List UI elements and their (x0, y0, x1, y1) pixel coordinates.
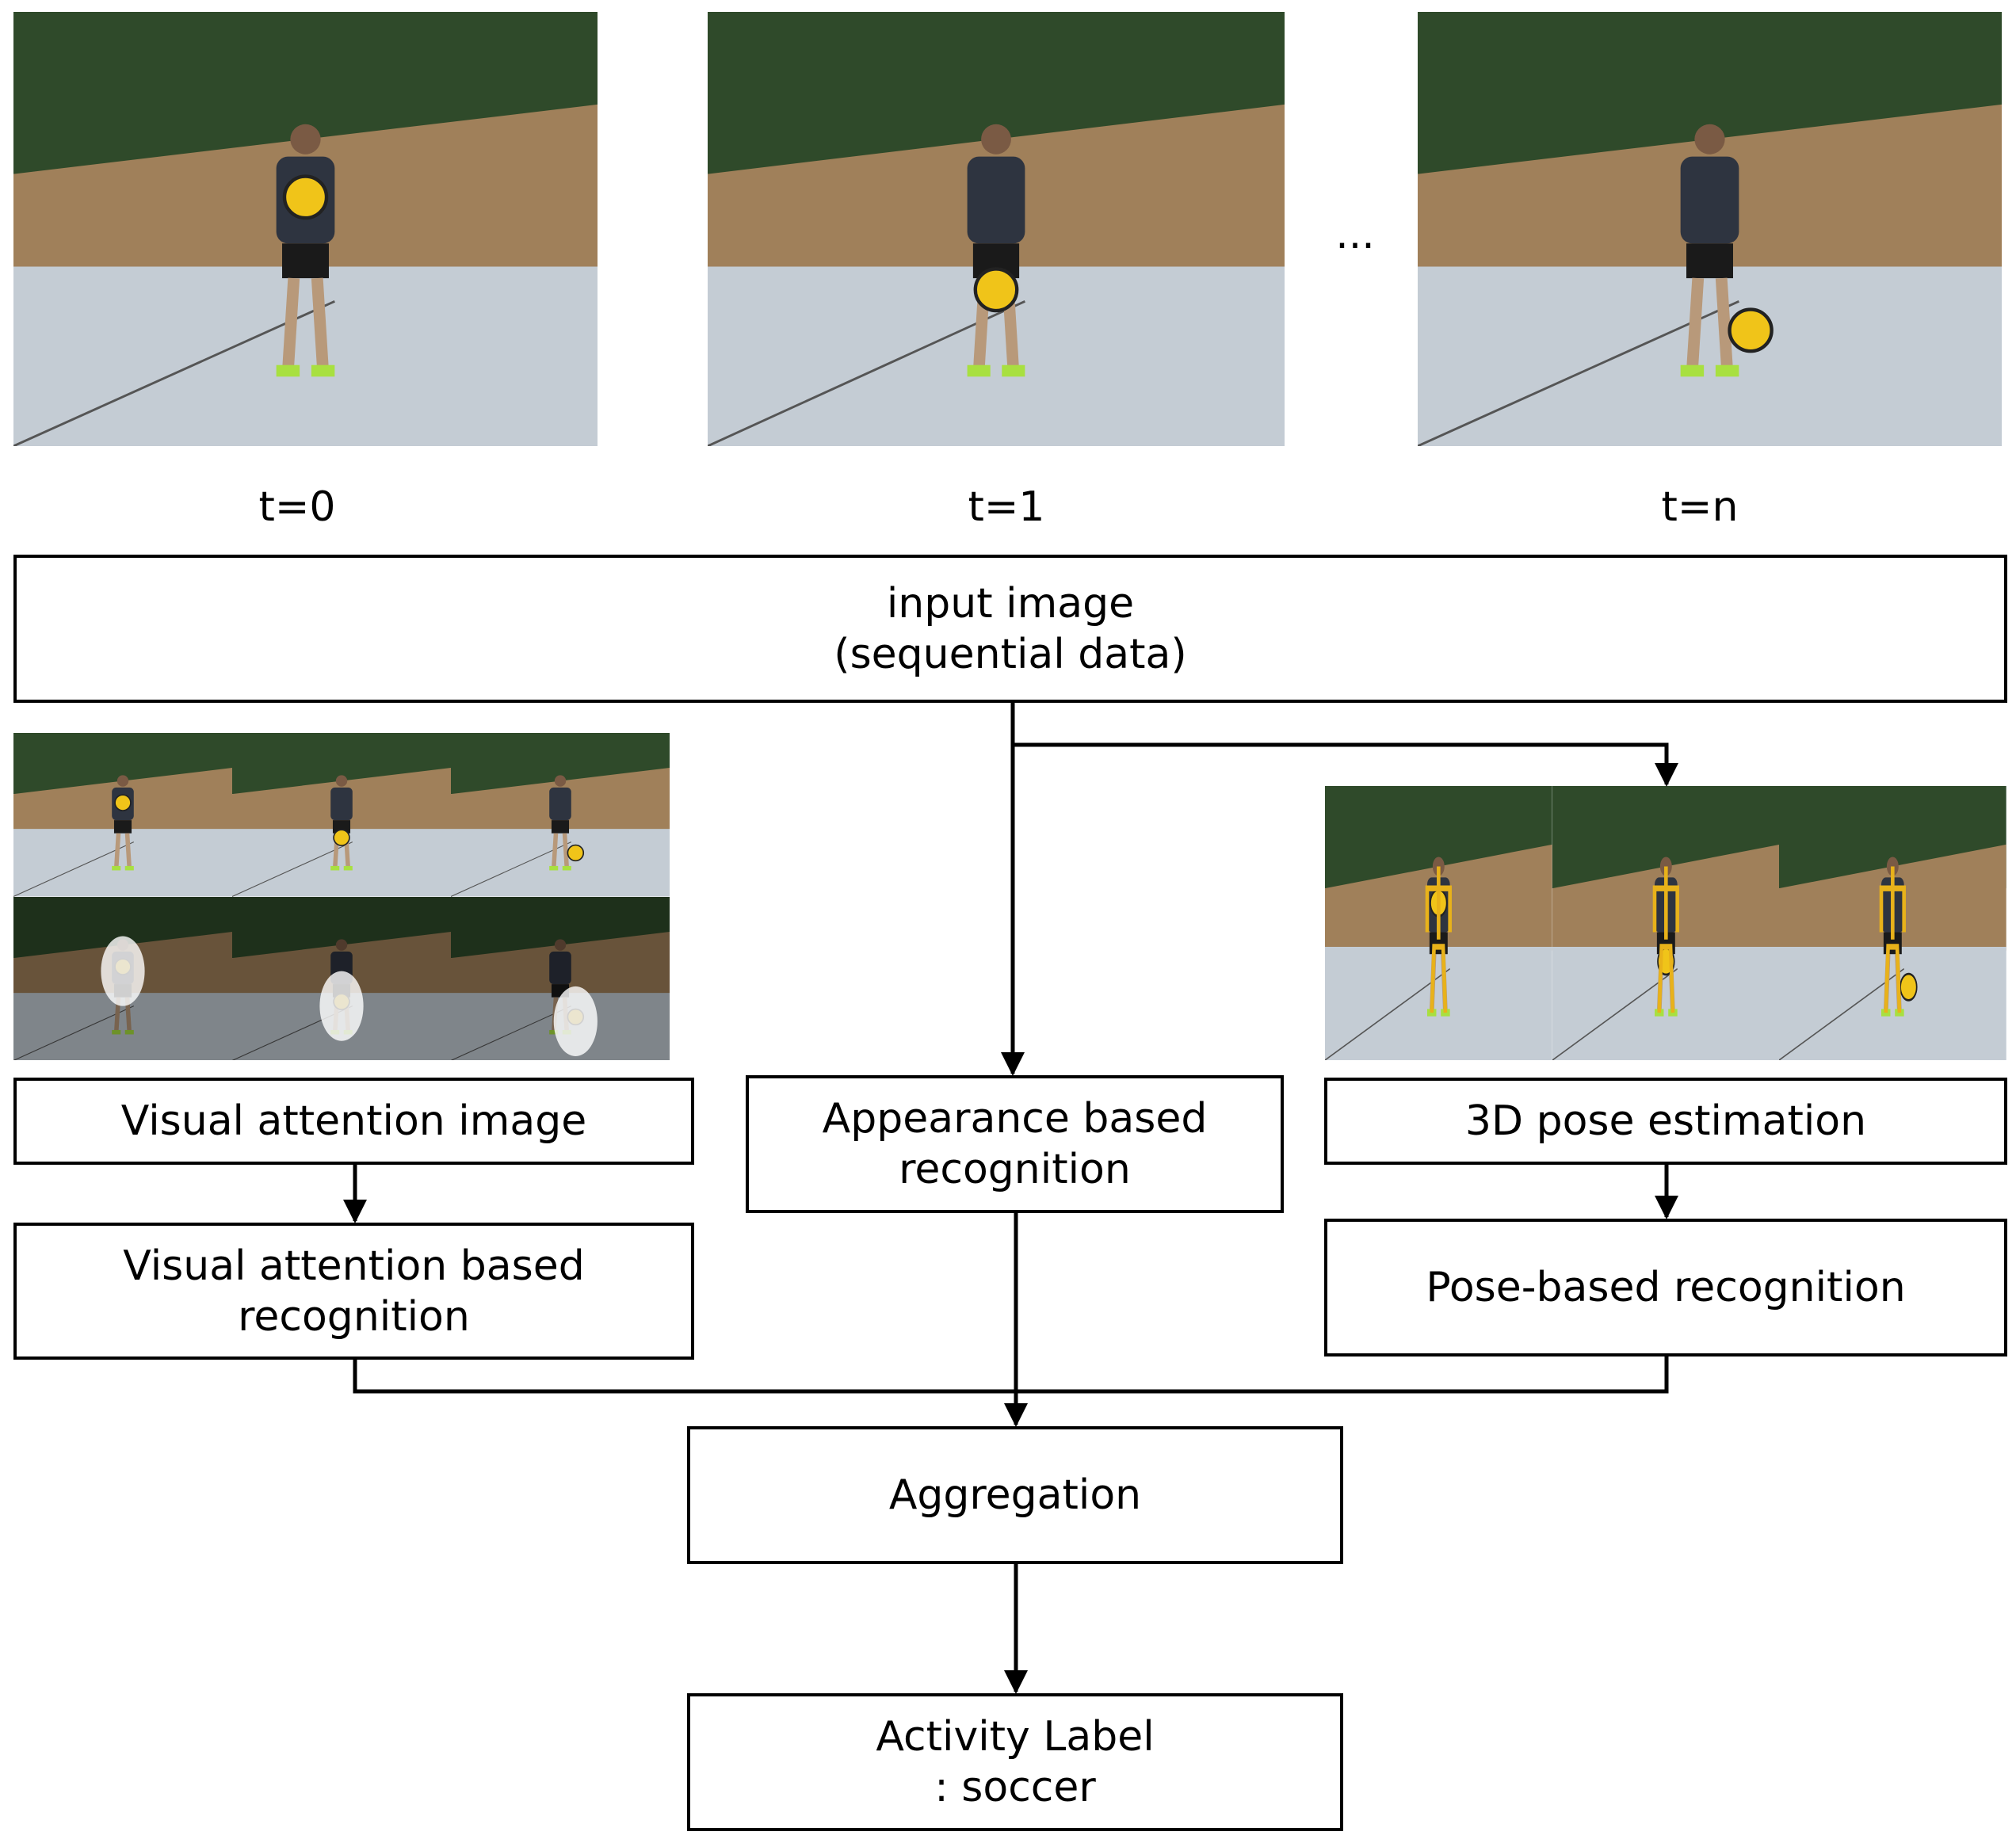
line-attention-recognition-to-bus (353, 1360, 1016, 1394)
visual-attention-image-box: Visual attention image (13, 1078, 694, 1165)
time-label-tn: t=n (1661, 483, 1739, 531)
visual-attention-recognition-label: Visual attention based recognition (123, 1242, 585, 1341)
frame-tn (1418, 12, 2002, 446)
pose-frame (1552, 786, 1780, 1060)
arrow-input-to-pose (1013, 742, 1678, 787)
attention-source-frame (232, 733, 451, 897)
line-pose-recognition-to-bus (1016, 1356, 1669, 1394)
time-label-t1: t=1 (968, 483, 1045, 531)
attention-map-frame (13, 896, 232, 1060)
visual-attention-image-label: Visual attention image (120, 1097, 587, 1145)
pose-frame (1779, 786, 2006, 1060)
attention-source-frame (13, 733, 232, 897)
pose-frame (1325, 786, 1552, 1060)
frame-t1 (708, 12, 1285, 446)
attention-map-frame (232, 896, 451, 1060)
input-image-label: input image (sequential data) (834, 579, 1187, 678)
time-label-t0: t=0 (258, 483, 336, 531)
input-image-box: input image (sequential data) (13, 555, 2007, 703)
pose-recognition-label: Pose-based recognition (1426, 1264, 1906, 1311)
visual-attention-recognition-box: Visual attention based recognition (13, 1223, 694, 1360)
frame-t0 (13, 12, 598, 446)
activity-label-text: Activity Label : soccer (876, 1713, 1155, 1811)
visual-attention-thumbnails (13, 733, 670, 1060)
appearance-recognition-label: Appearance based recognition (822, 1095, 1208, 1193)
pose-estimation-box: 3D pose estimation (1324, 1078, 2007, 1165)
activity-label-box: Activity Label : soccer (687, 1693, 1343, 1831)
attention-map-frame (451, 896, 670, 1060)
pose-recognition-box: Pose-based recognition (1324, 1219, 2007, 1356)
pose-estimation-thumbnails (1325, 786, 2006, 1060)
ellipsis: ... (1335, 211, 1375, 258)
appearance-recognition-box: Appearance based recognition (746, 1075, 1284, 1213)
aggregation-label: Aggregation (888, 1471, 1142, 1519)
pose-estimation-label: 3D pose estimation (1464, 1097, 1867, 1145)
attention-source-frame (451, 733, 670, 897)
aggregation-box: Aggregation (687, 1426, 1343, 1564)
